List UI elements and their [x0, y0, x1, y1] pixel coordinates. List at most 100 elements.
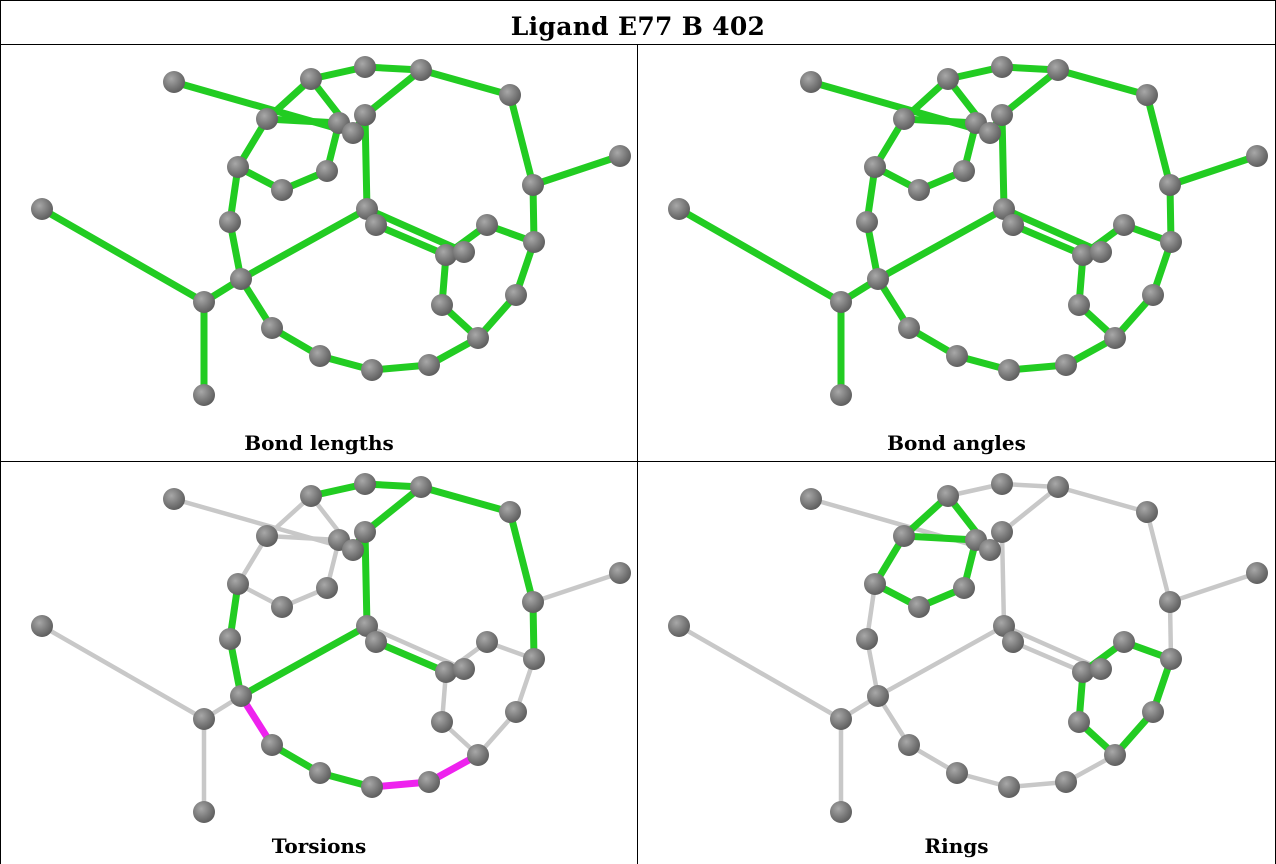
atom-a26: [1068, 711, 1090, 733]
atom-a13: [522, 174, 544, 196]
atom-a19: [1113, 631, 1135, 653]
atom-a9: [991, 521, 1013, 543]
bond-b18: [1167, 570, 1260, 605]
atom-a1: [163, 71, 185, 93]
bond-b10: [264, 533, 342, 543]
atom-a10: [864, 573, 886, 595]
atom-a16: [856, 628, 878, 650]
atom-a13: [1159, 591, 1181, 613]
atom-a17: [356, 198, 378, 220]
atom-a31: [1055, 354, 1077, 376]
atom-a12: [908, 596, 930, 618]
atom-a6: [256, 525, 278, 547]
atom-a24: [830, 708, 852, 730]
atom-a4: [1047, 476, 1069, 498]
atom-a14: [609, 145, 631, 167]
atom-a22: [1090, 241, 1112, 263]
atom-a10: [227, 156, 249, 178]
atom-a23: [867, 268, 889, 290]
panel-torsions: Torsions: [1, 462, 637, 864]
atom-a31: [418, 354, 440, 376]
atom-a18: [1002, 214, 1024, 236]
border-top: [0, 0, 1276, 1]
bond-b12: [361, 66, 425, 119]
atom-a32: [830, 801, 852, 823]
bond-b4: [1054, 66, 1151, 99]
border-center-column: [637, 44, 638, 864]
bond-b23: [372, 221, 450, 259]
atom-a17: [993, 615, 1015, 637]
atom-a31: [418, 771, 440, 793]
atom-a30: [361, 359, 383, 381]
atom-a15: [31, 198, 53, 220]
bond-b5: [1143, 91, 1174, 189]
atom-a15: [31, 615, 53, 637]
atom-a10: [864, 156, 886, 178]
bond-b10: [263, 115, 343, 127]
caption-bond-lengths: Bond lengths: [244, 431, 394, 455]
bond-b14: [998, 111, 1008, 213]
atom-a18: [1002, 631, 1024, 653]
molecule-view-bond-lengths: [31, 56, 631, 406]
atom-a12: [271, 596, 293, 618]
atom-a26: [431, 711, 453, 733]
bond-b31: [675, 205, 845, 306]
atom-a27: [261, 317, 283, 339]
atom-a11: [953, 577, 975, 599]
atom-a20: [1160, 648, 1182, 670]
atom-a14: [609, 562, 631, 584]
panel-rings: Rings: [638, 462, 1275, 864]
atom-a26: [431, 294, 453, 316]
atom-a23: [867, 685, 889, 707]
bond-b4: [417, 66, 514, 99]
bond-b10: [900, 115, 980, 127]
atom-a23: [230, 268, 252, 290]
atom-a3: [354, 473, 376, 495]
atom-a19: [476, 214, 498, 236]
atom-a30: [361, 776, 383, 798]
atom-a5: [499, 501, 521, 523]
atom-a16: [219, 628, 241, 650]
caption-torsions: Torsions: [271, 834, 367, 858]
bond-b1: [171, 496, 356, 553]
atom-a29: [309, 345, 331, 367]
panel-bond-angles: Bond angles: [638, 45, 1275, 461]
atom-a1: [163, 488, 185, 510]
atom-a32: [193, 801, 215, 823]
atom-a13: [522, 591, 544, 613]
figure-title: Ligand E77 B 402: [510, 12, 766, 41]
atom-a2: [937, 68, 959, 90]
atom-a2: [300, 485, 322, 507]
atom-a17: [993, 198, 1015, 220]
atom-a16: [856, 211, 878, 233]
bond-b20: [237, 622, 371, 700]
atom-a16: [219, 211, 241, 233]
atom-a29: [946, 345, 968, 367]
molecule-view-rings: [668, 473, 1268, 823]
atom-a12: [908, 179, 930, 201]
atom-a25: [505, 701, 527, 723]
atom-a25: [1142, 284, 1164, 306]
atom-a12: [271, 179, 293, 201]
atom-a1: [800, 488, 822, 510]
atom-a1: [800, 71, 822, 93]
atom-a8: [342, 539, 364, 561]
atom-a3: [991, 56, 1013, 78]
atom-a9: [354, 521, 376, 543]
bond-b31: [39, 623, 207, 722]
atom-a8: [979, 122, 1001, 144]
atom-a27: [898, 317, 920, 339]
bond-b20: [237, 205, 371, 283]
caption-bond-angles: Bond angles: [887, 431, 1026, 455]
atom-a26: [1068, 294, 1090, 316]
atom-a19: [1113, 214, 1135, 236]
molecule-view-bond-angles: [668, 56, 1268, 406]
atom-a18: [365, 214, 387, 236]
bond-b12: [361, 483, 425, 536]
atom-a6: [256, 108, 278, 130]
atom-a27: [898, 734, 920, 756]
atom-a20: [523, 231, 545, 253]
bond-b12: [999, 484, 1061, 535]
bond-b14: [361, 528, 371, 630]
